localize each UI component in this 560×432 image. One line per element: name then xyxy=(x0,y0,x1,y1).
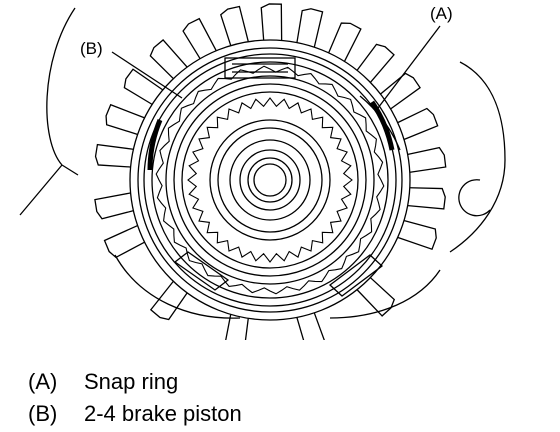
leader-line-b xyxy=(111,51,183,99)
wave-plate xyxy=(155,65,385,295)
legend-key: (B) xyxy=(28,401,58,426)
ring xyxy=(253,163,287,197)
piston-segment-top xyxy=(224,57,296,79)
legend-key: (A) xyxy=(28,369,58,394)
ring xyxy=(229,139,311,221)
legend: (A) Snap ring (B) 2-4 brake piston xyxy=(28,366,242,430)
clutch-tab xyxy=(397,107,439,140)
housing-bump-right xyxy=(458,179,491,217)
clutch-tab xyxy=(123,68,163,105)
clutch-tab xyxy=(149,39,188,79)
snap-ring-segment-right xyxy=(359,95,401,151)
clutch-tab xyxy=(407,187,446,210)
ring xyxy=(143,53,397,307)
ring xyxy=(217,127,323,233)
ring xyxy=(239,149,301,211)
piston-segment-bottom-left xyxy=(173,251,230,291)
housing-lower-left xyxy=(114,254,241,319)
hub-gear-teeth xyxy=(187,97,353,263)
housing-arc-right xyxy=(449,61,506,253)
legend-text: Snap ring xyxy=(84,369,179,394)
housing-lower-right xyxy=(329,269,441,319)
ring xyxy=(209,119,331,241)
clutch-tab xyxy=(356,277,396,317)
clutch-rings xyxy=(129,39,411,321)
clutch-tab xyxy=(328,22,362,62)
leader-line-a xyxy=(377,25,441,109)
snap-ring-segment-left xyxy=(147,119,163,171)
clutch-tab xyxy=(220,5,249,46)
clutch-tab xyxy=(356,43,395,83)
ring xyxy=(165,75,375,285)
ring xyxy=(181,91,359,269)
clutch-tab xyxy=(94,192,134,220)
clutch-tab xyxy=(296,8,324,48)
clutch-tab xyxy=(94,143,134,168)
clutch-tab xyxy=(105,103,145,135)
callout-label-a: (A) xyxy=(430,4,453,23)
clutch-tab xyxy=(397,220,437,251)
housing-arc-left xyxy=(46,7,76,166)
clutch-tab xyxy=(149,281,188,321)
legend-text: 2-4 brake piston xyxy=(84,401,242,426)
ring xyxy=(151,61,389,299)
housing-bracket-left xyxy=(19,164,79,216)
clutch-tab xyxy=(260,3,283,41)
ring xyxy=(247,157,293,203)
clutch-tab xyxy=(407,146,447,173)
piston-segment-bottom-right xyxy=(328,254,384,297)
legend-row-b: (B) 2-4 brake piston xyxy=(28,398,242,430)
clutch-tab xyxy=(380,72,421,110)
clutch-tab xyxy=(223,314,249,340)
clutch-tab xyxy=(182,17,217,59)
callout-label-b: (B) xyxy=(80,39,103,58)
transmission-clutch-diagram xyxy=(19,3,506,340)
ring xyxy=(137,47,403,313)
clutch-tab xyxy=(103,225,145,259)
legend-row-a: (A) Snap ring xyxy=(28,366,242,398)
clutch-plate-tabs xyxy=(94,3,447,340)
ring xyxy=(129,39,411,321)
clutch-tab xyxy=(296,312,327,340)
ring xyxy=(173,83,367,277)
